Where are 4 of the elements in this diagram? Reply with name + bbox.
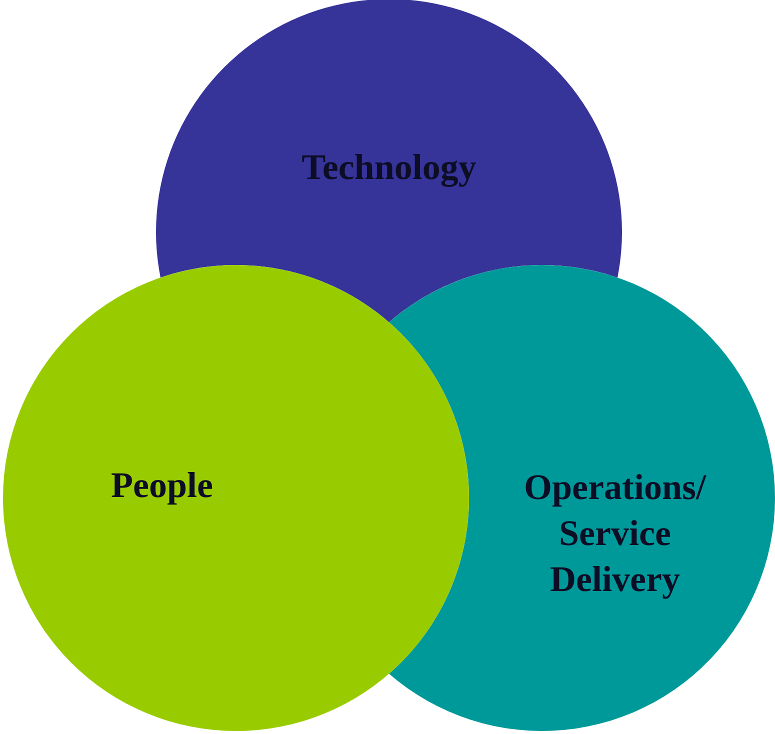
venn-circle (3, 265, 469, 731)
circle-label: People (111, 464, 213, 507)
circle-label: Technology (302, 146, 476, 189)
circle-label: Operations/ Service Delivery (524, 466, 706, 601)
